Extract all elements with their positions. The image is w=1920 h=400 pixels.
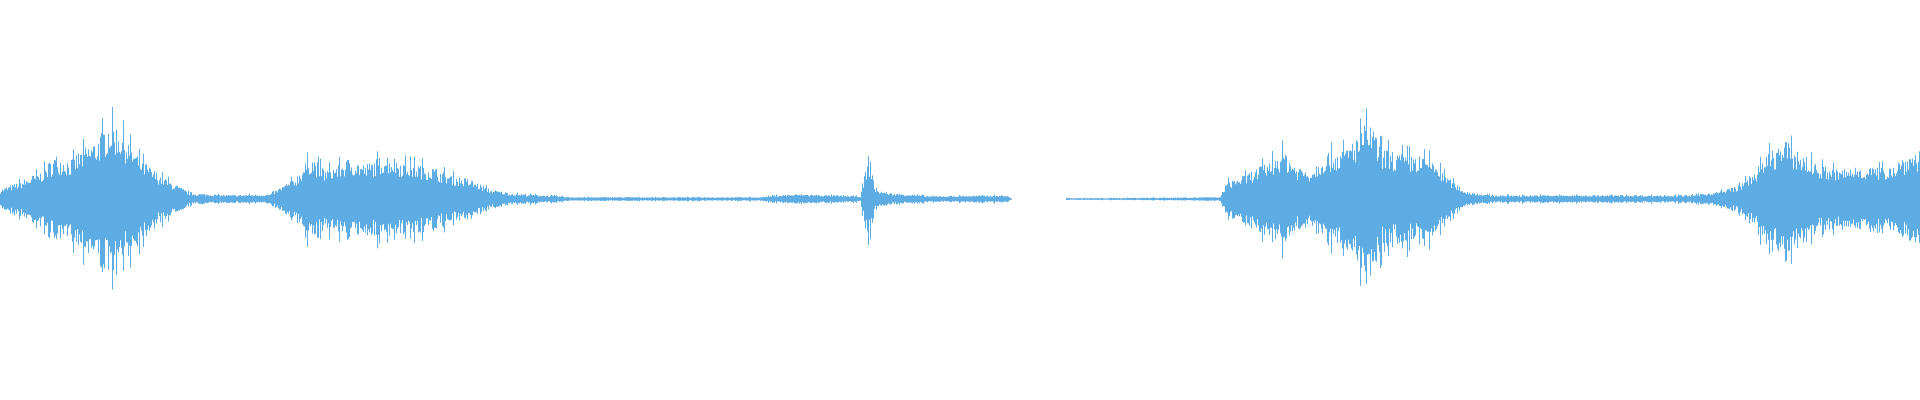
waveform-trace: [0, 107, 1920, 290]
